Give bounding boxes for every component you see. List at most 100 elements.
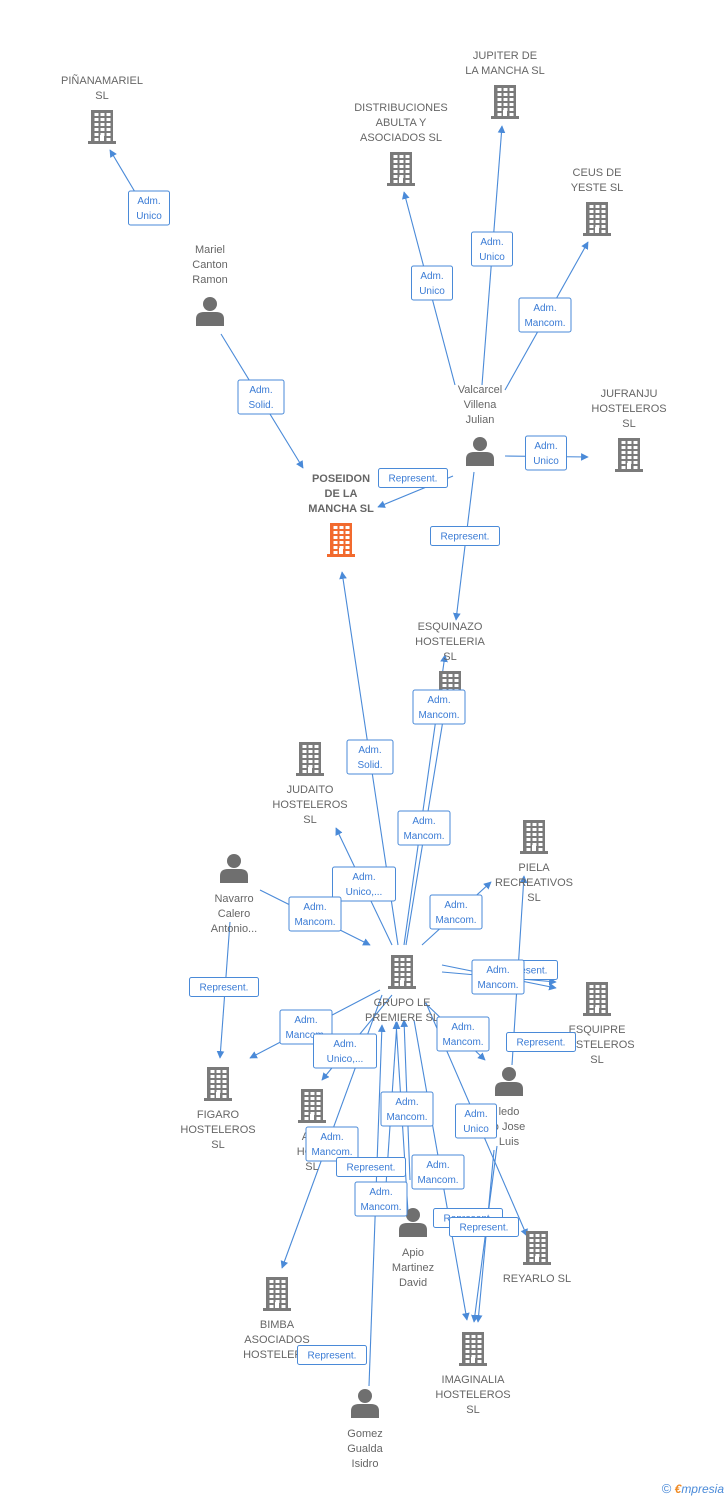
node-pinanamariel[interactable]: PIÑANAMARIEL SL	[61, 74, 143, 144]
node-label: PIÑANAMARIEL	[61, 74, 143, 87]
node-navarro[interactable]: NavarroCaleroAntonio...	[211, 854, 257, 935]
edge-label-valcarcel-ceus[interactable]: Adm.Mancom.	[518, 297, 572, 333]
edge-label-text: Adm.	[480, 237, 503, 248]
edge-label-grupo-imaginalia[interactable]: Adm.Mancom.	[411, 1154, 465, 1190]
brand-initial: €	[674, 1482, 682, 1496]
edge-label-valcarcel-jupiter[interactable]: Adm. Unico	[471, 231, 513, 267]
edge-label-grupo-judaito[interactable]: Adm.Unico,...	[332, 866, 396, 902]
edge-label-text: Adm.	[486, 965, 509, 976]
edge-label-navarro-grupo[interactable]: Adm.Mancom.	[288, 896, 342, 932]
edge-label-mariel-poseidon[interactable]: Adm.Solid.	[237, 379, 285, 415]
node-label: MANCHA SL	[308, 503, 374, 515]
edge-label-text: Represent.	[460, 1223, 509, 1234]
edge-label-text: Mancom.	[285, 1030, 326, 1041]
edge-label-apio-grupo[interactable]: Represent.	[336, 1157, 406, 1177]
edge-label-grupo-esquinazo[interactable]: Adm.Mancom.	[412, 689, 466, 725]
node-label: ASOCIADOS	[244, 1334, 309, 1346]
node-label: ledo	[499, 1106, 520, 1118]
building-icon	[204, 1067, 232, 1101]
building-icon	[263, 1277, 291, 1311]
building-icon	[459, 1332, 487, 1366]
edge-label-valcarcel-jufranju[interactable]: Adm.Unico	[525, 435, 567, 471]
node-label: Mariel	[195, 244, 225, 256]
edge-label-gomez-bimba[interactable]: Represent.	[297, 1345, 367, 1365]
edge-label-valcarcel-esquinazo[interactable]: Represent.	[430, 526, 500, 546]
edge-label-grupo-imaginalia[interactable]: Adm.Mancom.	[436, 1016, 490, 1052]
edge-label-grupo-poseidon[interactable]: Adm.Solid.	[346, 739, 394, 775]
edge-label-gomez-grupo[interactable]: Adm.Mancom.	[354, 1181, 408, 1217]
person-icon	[466, 437, 494, 466]
edge-label-box	[518, 297, 572, 333]
edge-label-apio-grupo[interactable]: Adm.Mancom.	[380, 1091, 434, 1127]
node-label: Luis	[499, 1136, 520, 1148]
person-icon	[399, 1208, 427, 1237]
node-label: YESTE SL	[571, 182, 624, 194]
edge-label-box	[189, 977, 259, 997]
node-label: SL	[622, 418, 635, 430]
edge-label-text: Mancom.	[435, 915, 476, 926]
edge-label-text: Unico	[479, 252, 505, 263]
node-label: HOSTELERIA	[415, 636, 485, 648]
node-label: JUPITER DE	[473, 50, 537, 62]
edge-label-text: Unico,...	[346, 887, 383, 898]
edge-label-box	[297, 1345, 367, 1365]
node-reyarlo[interactable]: REYARLO SL	[503, 1231, 571, 1285]
edge-label-grupo-esquipre[interactable]: Adm. Mancom.	[471, 959, 525, 995]
edge-label-text: Adm.	[333, 1039, 356, 1050]
node-label: FIGARO	[197, 1109, 240, 1121]
edge-label-valcarcel-poseidon[interactable]: Represent.	[378, 468, 448, 488]
node-label: ESQUIPRE	[569, 1024, 626, 1036]
edge-label-mariel-pinanamariel[interactable]: Adm.Unico	[128, 190, 170, 226]
edge-label-grupo-bimba[interactable]: Adm.Mancom.	[305, 1126, 359, 1162]
building-icon	[583, 982, 611, 1016]
edge-label-grupo-ava[interactable]: Adm.Unico,...	[313, 1033, 377, 1069]
edge-label-text: Mancom.	[477, 980, 518, 991]
edge-label-text: Adm.	[137, 196, 160, 207]
node-label: RECREATIVOS	[495, 877, 573, 889]
node-label: SL	[95, 90, 108, 102]
node-label: SL	[443, 651, 456, 663]
edge-label-box	[397, 810, 451, 846]
edge-label-text: Adm.	[533, 303, 556, 314]
node-label: REYARLO SL	[503, 1273, 571, 1285]
edge-label-box	[354, 1181, 408, 1217]
building-icon	[327, 523, 355, 557]
edge-label-text: Mancom.	[386, 1112, 427, 1123]
node-label: POSEIDON	[312, 473, 370, 485]
edge-label-text: Adm.	[426, 1160, 449, 1171]
node-label: SL	[527, 892, 540, 904]
node-label: HOSTELEROS	[435, 1389, 510, 1401]
node-label: PIELA	[518, 862, 550, 874]
edge-label-toledo-piela[interactable]: Represent.	[506, 1032, 576, 1052]
edge-label-grupo-piela[interactable]: Adm.Mancom.	[429, 894, 483, 930]
node-label: ABULTA Y	[376, 117, 427, 129]
edge-label-valcarcel-distribuciones[interactable]: Adm.Unico	[411, 265, 453, 301]
edge-label-toledo-imaginalia[interactable]: Represent.	[449, 1217, 519, 1237]
node-label: JUFRANJU	[601, 388, 658, 400]
edge-label-grupo-reyarlo[interactable]: Adm.Unico	[455, 1103, 497, 1139]
building-icon	[298, 1089, 326, 1123]
edge-label-navarro-figaro[interactable]: Represent.	[189, 977, 259, 997]
building-icon	[520, 820, 548, 854]
edge-label-grupo-esquinazo[interactable]: Adm.Mancom.	[397, 810, 451, 846]
edge-label-text: Solid.	[248, 400, 273, 411]
edge-label-text: Represent.	[200, 983, 249, 994]
edge-label-text: Mancom.	[418, 710, 459, 721]
node-piela[interactable]: PIELA RECREATIVOS SL	[495, 820, 573, 904]
